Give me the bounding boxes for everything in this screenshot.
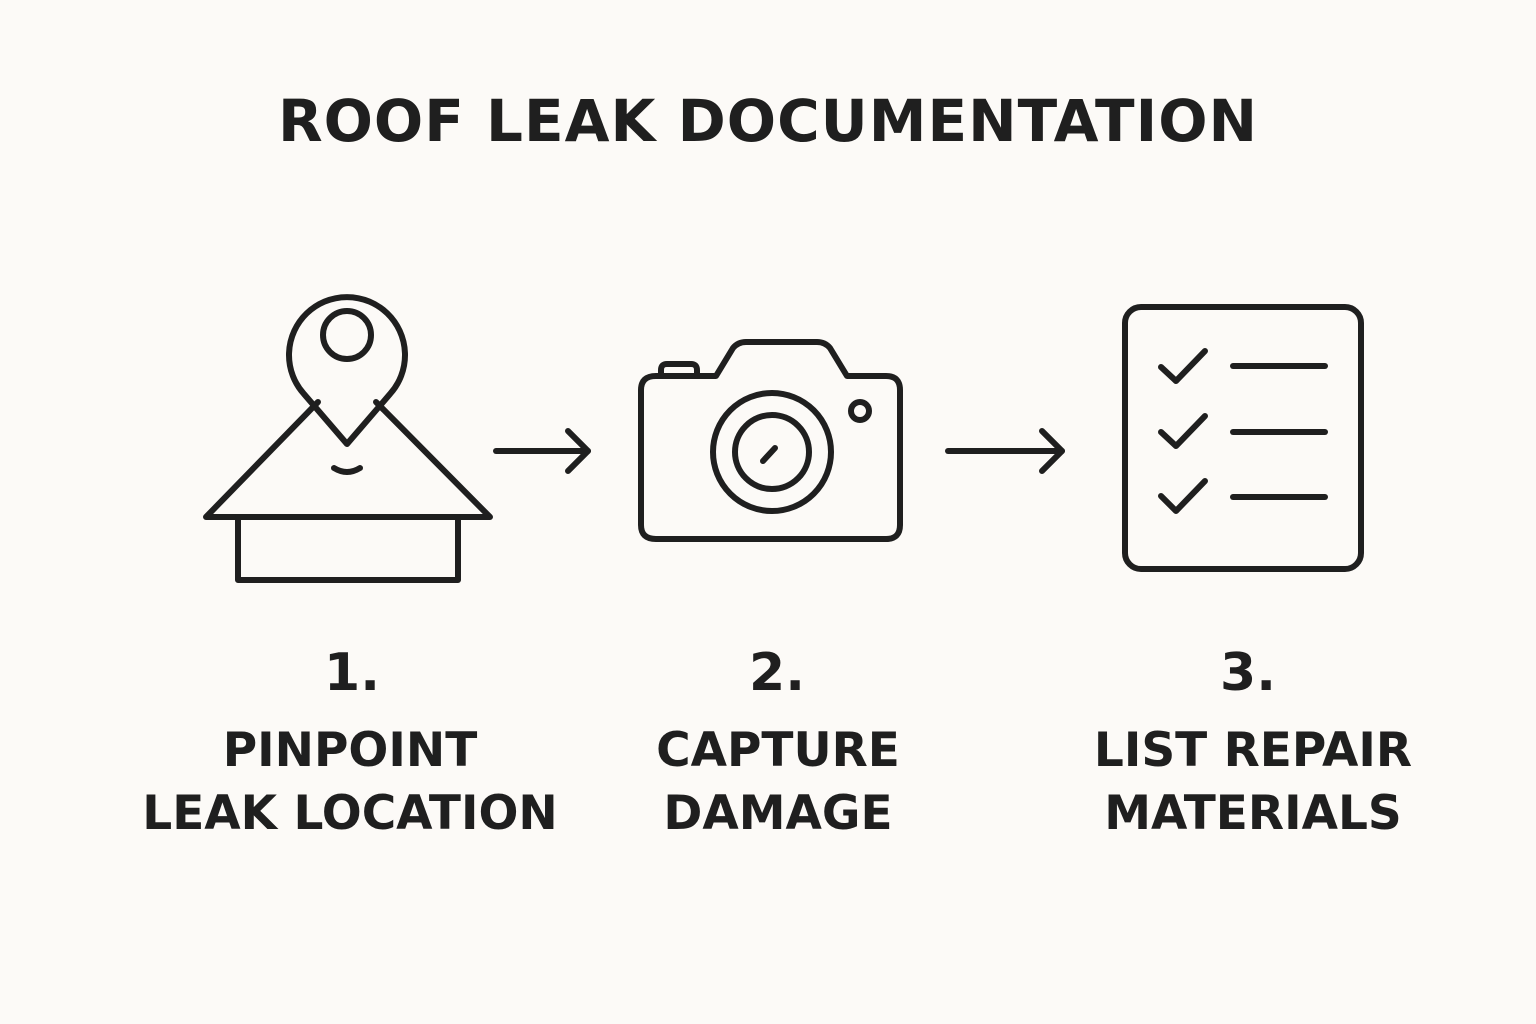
- checklist-icon: [1122, 304, 1364, 572]
- step-3-label-line-1: LIST REPAIR: [1093, 723, 1413, 778]
- step-3-label: LIST REPAIR MATERIALS: [1023, 719, 1483, 845]
- step-1-label-line-1: PINPOINT: [222, 723, 478, 778]
- arrow-right-icon: [493, 428, 591, 474]
- step-1-number: 1.: [324, 643, 380, 703]
- camera-icon: [638, 339, 903, 542]
- house-location-pin-icon: [203, 294, 493, 583]
- step-3-label-line-2: MATERIALS: [1104, 786, 1402, 841]
- step-2-label-line-2: DAMAGE: [663, 786, 893, 841]
- step-2-number: 2.: [749, 643, 805, 703]
- step-2-label: CAPTURE DAMAGE: [548, 719, 1008, 845]
- step-1-label: PINPOINT LEAK LOCATION: [120, 719, 580, 845]
- arrow-right-icon: [945, 428, 1065, 474]
- step-3-number: 3.: [1220, 643, 1276, 703]
- step-1-label-line-2: LEAK LOCATION: [142, 786, 558, 841]
- diagram-title: ROOF LEAK DOCUMENTATION: [277, 87, 1259, 155]
- step-2-label-line-1: CAPTURE: [656, 723, 900, 778]
